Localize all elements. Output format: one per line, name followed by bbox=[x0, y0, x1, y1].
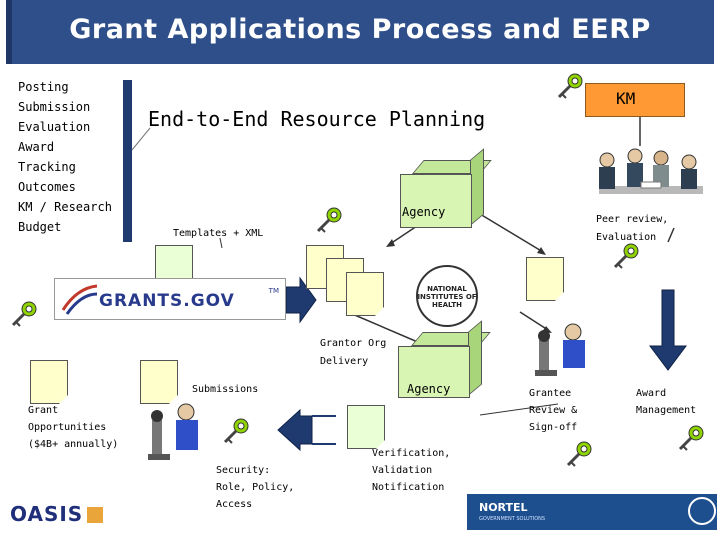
verification-document bbox=[347, 405, 385, 449]
grantor-label-2: Delivery bbox=[320, 356, 369, 367]
peer-review-label-1: Peer review, bbox=[596, 214, 669, 225]
bracket-line bbox=[131, 127, 151, 151]
scientist-icon bbox=[148, 403, 198, 460]
verification-label-1: Verification, bbox=[372, 448, 451, 459]
peer-document bbox=[526, 257, 564, 301]
nih-text: NATIONAL INSTITUTES OF HEALTH bbox=[417, 285, 477, 309]
templates-label: Templates + XML bbox=[173, 228, 264, 239]
agency-top-label: Agency bbox=[402, 205, 446, 219]
nortel-text: NORTEL bbox=[479, 501, 528, 514]
menu-item-posting: Posting bbox=[18, 80, 69, 94]
grants-swoosh-icon bbox=[61, 284, 98, 315]
grant-label-2: Opportunities bbox=[28, 422, 107, 433]
agency-cube-top-front bbox=[400, 174, 472, 228]
agency-cube-side bbox=[470, 148, 484, 226]
peer-review-label-2: Evaluation bbox=[596, 232, 657, 243]
menu-bracket bbox=[123, 80, 132, 242]
key-icon bbox=[223, 418, 249, 444]
award-label-2: Management bbox=[636, 405, 697, 416]
security-label-3: Access bbox=[216, 499, 253, 510]
verification-label-3: Notification bbox=[372, 482, 445, 493]
grantee-label-1: Grantee bbox=[529, 388, 572, 399]
title-bar: Grant Applications Process and EERP bbox=[0, 0, 720, 64]
oasis-logo: OASIS bbox=[10, 502, 104, 526]
verification-label-2: Validation bbox=[372, 465, 433, 476]
key-icon bbox=[678, 425, 704, 451]
grant-label-1: Grant bbox=[28, 405, 59, 416]
submission-document bbox=[140, 360, 178, 404]
menu-item-outcomes: Outcomes bbox=[18, 180, 76, 194]
globe-icon bbox=[688, 497, 716, 525]
award-label-1: Award bbox=[636, 388, 667, 399]
menu-item-submission: Submission bbox=[18, 100, 91, 114]
submissions-label: Submissions bbox=[192, 384, 259, 395]
grant-label-3: ($4B+ annually) bbox=[28, 439, 119, 450]
document-stack-3 bbox=[346, 272, 384, 316]
menu-item-evaluation: Evaluation bbox=[18, 120, 91, 134]
menu-item-tracking: Tracking bbox=[18, 160, 76, 174]
agency-line-2 bbox=[479, 213, 544, 253]
banner-text: End-to-End Resource Planning bbox=[148, 107, 486, 131]
security-label-1: Security: bbox=[216, 465, 271, 476]
menu-item-km-research: KM / Research bbox=[18, 200, 112, 214]
meeting-icon bbox=[599, 148, 703, 194]
key-icon bbox=[566, 441, 592, 467]
menu-item-award: Award bbox=[18, 140, 55, 154]
grantee-label-3: Sign-off bbox=[529, 422, 578, 433]
key-icon bbox=[316, 207, 342, 233]
key-icon bbox=[613, 243, 639, 269]
agency-bottom-cube-side bbox=[468, 320, 482, 396]
km-box: KM bbox=[585, 83, 685, 117]
key-icon bbox=[557, 73, 583, 99]
grantee-label-2: Review & bbox=[529, 405, 578, 416]
page-title: Grant Applications Process and EERP bbox=[69, 14, 651, 45]
nih-circle bbox=[416, 265, 478, 327]
security-label-2: Role, Policy, bbox=[216, 482, 295, 493]
grantor-label-1: Grantor Org bbox=[320, 338, 387, 349]
oasis-mark-icon bbox=[87, 507, 104, 523]
menu-item-budget: Budget bbox=[18, 220, 62, 234]
title-band bbox=[6, 0, 714, 64]
arrow-icon bbox=[277, 408, 313, 452]
nortel-logo: NORTEL GOVERNMENT SOLUTIONS bbox=[467, 494, 717, 530]
nortel-subtext: GOVERNMENT SOLUTIONS bbox=[479, 516, 546, 522]
agency-bottom-label: Agency bbox=[407, 382, 451, 396]
arrow-icon bbox=[649, 289, 687, 371]
grants-gov-logo: GRANTS.GOV TM bbox=[54, 278, 286, 320]
nih-seal: NATIONAL INSTITUTES OF HEALTH bbox=[412, 265, 480, 327]
grants-gov-tm: TM bbox=[268, 287, 279, 295]
key-icon bbox=[11, 301, 37, 327]
scientist-icon bbox=[535, 323, 585, 376]
agency-cube-bottom-front bbox=[398, 346, 470, 398]
oasis-text: OASIS bbox=[10, 502, 84, 526]
grants-gov-text: GRANTS.GOV bbox=[99, 291, 235, 311]
grant-document bbox=[30, 360, 68, 404]
